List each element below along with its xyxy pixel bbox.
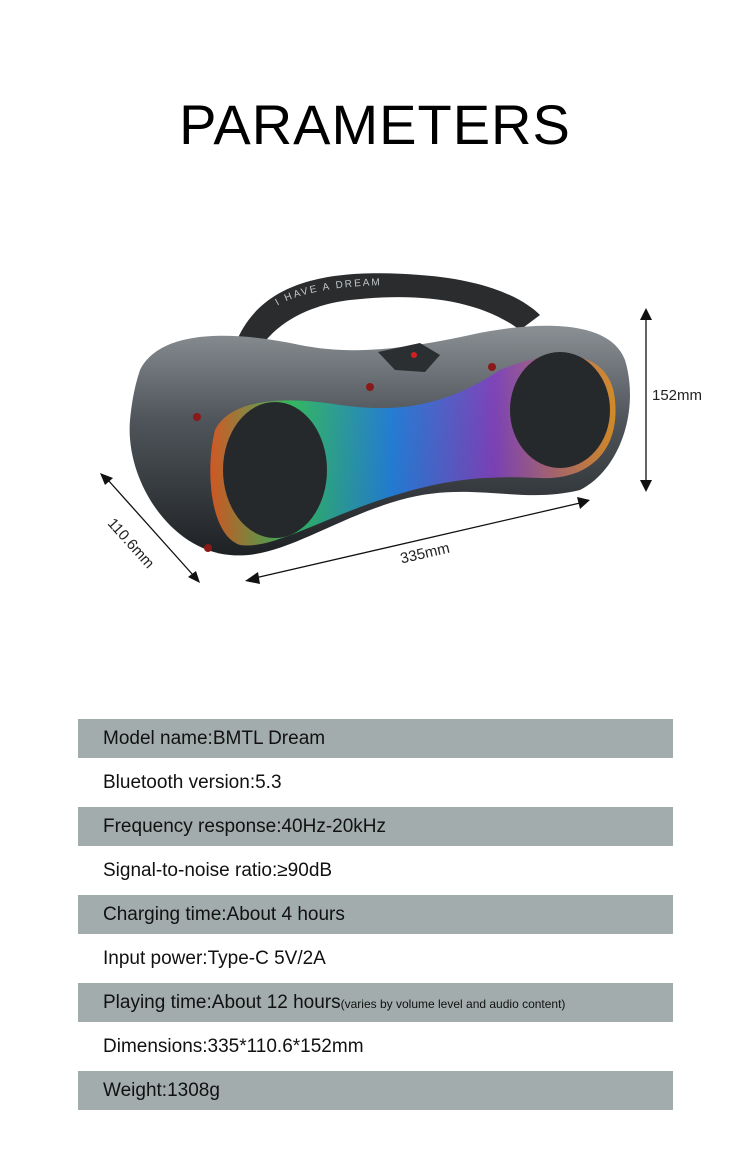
spec-table: Model name:BMTL Dream Bluetooth version:… <box>78 719 673 1115</box>
spec-text: Frequency response:40Hz-20kHz <box>103 816 387 837</box>
spec-text: Playing time:About 12 hours <box>103 992 341 1013</box>
spec-text: Weight:1308g <box>103 1080 220 1101</box>
spec-row-input-power: Input power:Type-C 5V/2A <box>78 939 673 978</box>
spec-row-snr: Signal-to-noise ratio:≥90dB <box>78 851 673 890</box>
spec-text: Signal-to-noise ratio:≥90dB <box>103 860 333 881</box>
right-driver <box>510 352 610 468</box>
spec-text: Dimensions:335*110.6*152mm <box>103 1036 364 1057</box>
speaker-body <box>129 325 630 556</box>
spec-row-playing-time: Playing time:About 12 hours(varies by vo… <box>78 983 673 1022</box>
spec-text: Input power:Type-C 5V/2A <box>103 948 326 969</box>
power-icon <box>411 352 417 358</box>
spec-row-frequency: Frequency response:40Hz-20kHz <box>78 807 673 846</box>
spec-text: Model name:BMTL Dream <box>103 728 326 749</box>
spec-text: Bluetooth version:5.3 <box>103 772 282 793</box>
spec-note: (varies by volume level and audio conten… <box>340 997 566 1011</box>
spec-row-weight: Weight:1308g <box>78 1071 673 1110</box>
left-driver <box>223 402 327 538</box>
height-dimension-label: 152mm <box>652 387 703 404</box>
spec-row-model: Model name:BMTL Dream <box>78 719 673 758</box>
speaker-product-image: I HAVE A DREAM <box>100 273 652 584</box>
spec-row-bluetooth: Bluetooth version:5.3 <box>78 763 673 802</box>
control-panel <box>378 343 440 372</box>
spec-row-charging: Charging time:About 4 hours <box>78 895 673 934</box>
spec-row-dimensions: Dimensions:335*110.6*152mm <box>78 1027 673 1066</box>
dimension-arrows <box>100 308 652 584</box>
page-title: PARAMETERS <box>179 93 571 156</box>
spec-text: Charging time:About 4 hours <box>103 904 345 925</box>
